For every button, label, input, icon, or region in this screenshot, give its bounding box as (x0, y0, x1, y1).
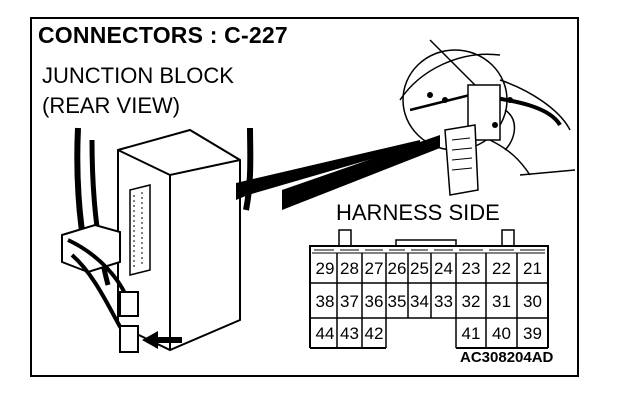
pin-32: 32 (461, 292, 481, 311)
pin-35: 35 (387, 292, 407, 311)
diagram-title: CONNECTORS : C-227 (38, 22, 288, 48)
pin-21: 21 (523, 259, 542, 278)
pin-25: 25 (410, 259, 429, 278)
pin-43: 43 (340, 324, 359, 343)
pin-31: 31 (492, 292, 511, 311)
pin-33: 33 (434, 292, 453, 311)
pin-36: 36 (364, 292, 384, 311)
pin-37: 37 (340, 292, 359, 311)
pin-28: 28 (340, 259, 359, 278)
rear-view-label: (REAR VIEW) (42, 93, 181, 118)
pin-41: 41 (461, 324, 481, 343)
pin-42: 42 (364, 324, 384, 343)
pin-40: 40 (492, 324, 511, 343)
pin-30: 30 (523, 292, 542, 311)
pin-23: 23 (461, 259, 481, 278)
pin-22: 22 (492, 259, 511, 278)
pin-26: 26 (387, 259, 407, 278)
pin-24: 24 (434, 259, 453, 278)
junction-block-label: JUNCTION BLOCK (42, 63, 234, 88)
figure-code: AC308204AD (460, 349, 554, 366)
pin-38: 38 (315, 292, 335, 311)
pin-44: 44 (315, 324, 335, 343)
pin-27: 27 (364, 259, 384, 278)
harness-side-label: HARNESS SIDE (336, 200, 500, 225)
pin-34: 34 (410, 292, 429, 311)
pin-39: 39 (523, 324, 542, 343)
pin-29: 29 (315, 259, 335, 278)
